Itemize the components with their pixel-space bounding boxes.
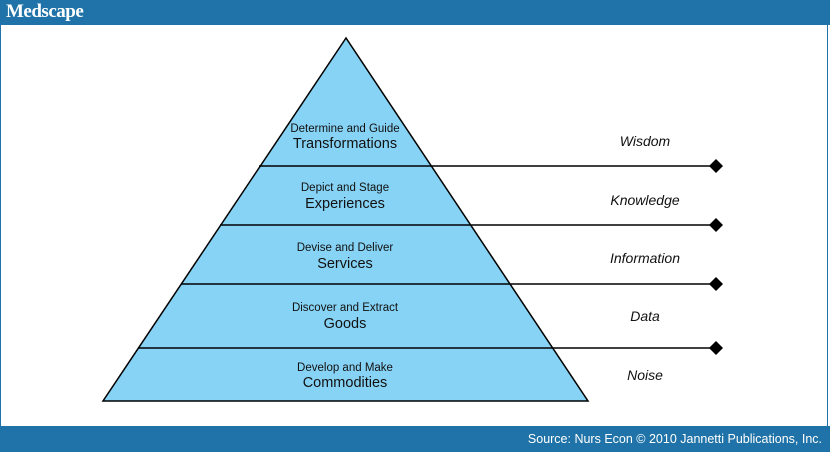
diamond-marker <box>709 159 723 173</box>
source-credit: Source: Nurs Econ © 2010 Jannetti Public… <box>527 432 822 446</box>
footer-bar: Source: Nurs Econ © 2010 Jannetti Public… <box>0 426 830 452</box>
medscape-logo[interactable]: Medscape <box>6 1 84 22</box>
tier-4-subtitle: Discover and Extract <box>292 302 399 314</box>
level-label-knowledge: Knowledge <box>610 192 679 208</box>
tier-2-subtitle: Depict and Stage <box>301 182 389 194</box>
figure-frame <box>0 25 828 426</box>
pyramid-shape <box>101 36 590 402</box>
level-label-noise: Noise <box>627 367 663 383</box>
diamond-marker <box>709 277 723 291</box>
tier-1-title: Transformations <box>293 136 397 152</box>
diamond-marker <box>709 218 723 232</box>
level-label-data: Data <box>630 308 660 324</box>
level-label-information: Information <box>610 250 680 266</box>
tier-3-subtitle: Devise and Deliver <box>297 242 394 254</box>
header-bar: Medscape <box>0 0 830 25</box>
level-label-wisdom: Wisdom <box>620 133 671 149</box>
tier-3-title: Services <box>317 256 373 272</box>
tier-4-title: Goods <box>324 316 367 332</box>
tier-5-title: Commodities <box>303 375 388 391</box>
tier-5-subtitle: Develop and Make <box>297 362 393 374</box>
tier-1-subtitle: Determine and Guide <box>290 123 399 135</box>
diamond-marker <box>709 341 723 355</box>
tier-2-title: Experiences <box>305 196 385 212</box>
